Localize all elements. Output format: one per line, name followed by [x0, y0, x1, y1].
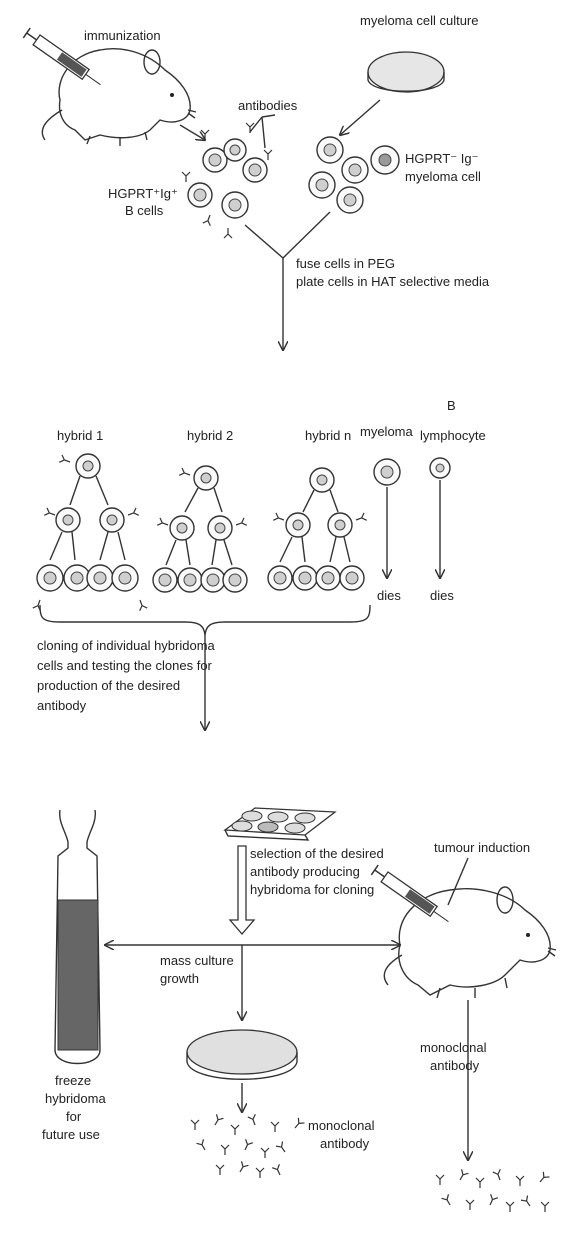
label-myeloma-culture: myeloma cell culture: [360, 13, 479, 28]
syringe-icon-2: [371, 865, 452, 926]
label-hybrid-2: hybrid 2: [187, 428, 233, 443]
label-cloning-4: antibody: [37, 698, 87, 713]
label-selection-3: hybridoma for cloning: [250, 882, 374, 897]
label-plate: plate cells in HAT selective media: [296, 274, 490, 289]
hybrid-2-clone-tree: [153, 466, 247, 592]
label-cloning-1: cloning of individual hybridoma: [37, 638, 216, 653]
brace: [40, 605, 370, 635]
well-plate: [225, 808, 335, 840]
label-growth: growth: [160, 971, 199, 986]
label-freeze-2: hybridoma: [45, 1091, 106, 1106]
petri-dish-myeloma: [368, 52, 444, 92]
petri-dish-mass-culture: [187, 1030, 297, 1079]
label-immunization: immunization: [84, 28, 161, 43]
label-tumour-induction: tumour induction: [434, 840, 530, 855]
label-antibodies: antibodies: [238, 98, 298, 113]
label-hybrid-n: hybrid n: [305, 428, 351, 443]
hybrid-n-clone-tree: [268, 468, 367, 590]
label-dies-myeloma: dies: [377, 588, 401, 603]
hybrid-1-clone-tree: [33, 454, 147, 611]
label-selection-2: antibody producing: [250, 864, 360, 879]
label-bcells-marker: HGPRT⁺Ig⁺: [108, 186, 178, 201]
label-monoclonal-right-1: monoclonal: [420, 1040, 487, 1055]
label-mass-culture: mass culture: [160, 953, 234, 968]
label-freeze-4: future use: [42, 1127, 100, 1142]
label-myeloma-cell: myeloma cell: [405, 169, 481, 184]
myeloma-dies: [374, 459, 400, 578]
label-fuse: fuse cells in PEG: [296, 256, 395, 271]
b-cell-cluster: [182, 123, 272, 238]
label-bcells: B cells: [125, 203, 164, 218]
antibody-cluster-left: [191, 1114, 304, 1178]
myeloma-cell-cluster: [309, 137, 399, 213]
label-lymphocyte: lymphocyte: [420, 428, 486, 443]
label-myeloma: myeloma: [360, 424, 414, 439]
b-lymphocyte-dies: [430, 458, 450, 578]
label-freeze-1: freeze: [55, 1073, 91, 1088]
label-cloning-3: production of the desired: [37, 678, 180, 693]
label-monoclonal-right-2: antibody: [430, 1058, 480, 1073]
label-monoclonal-left-1: monoclonal: [308, 1118, 375, 1133]
label-cloning-2: cells and testing the clones for: [37, 658, 213, 673]
label-myeloma-marker: HGPRT⁻ Ig⁻: [405, 151, 478, 166]
mouse-tumour: [384, 887, 556, 998]
freeze-vial: [55, 810, 100, 1064]
label-selection-1: selection of the desired: [250, 846, 384, 861]
label-dies-b: dies: [430, 588, 454, 603]
label-monoclonal-left-2: antibody: [320, 1136, 370, 1151]
label-hybrid-1: hybrid 1: [57, 428, 103, 443]
label-b: B: [447, 398, 456, 413]
label-freeze-3: for: [66, 1109, 82, 1124]
antibody-cluster-right: [436, 1169, 549, 1212]
